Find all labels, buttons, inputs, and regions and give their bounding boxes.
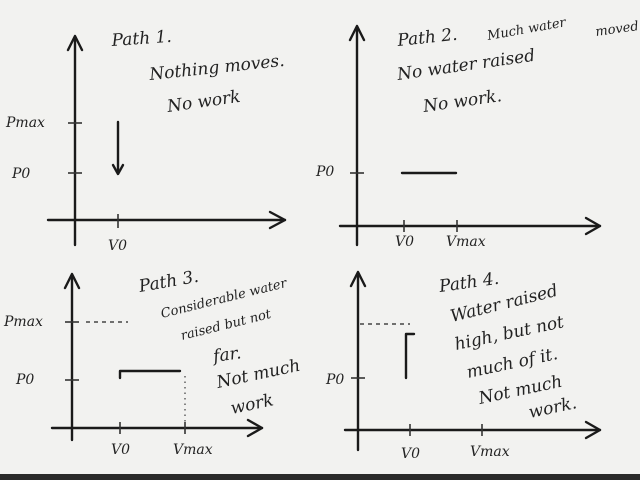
p3-title: Path 3. (136, 267, 200, 297)
p4-process-line (404, 332, 416, 380)
p3-x-arrowhead (246, 418, 264, 438)
p3-label-pmax: Pmax (3, 314, 43, 330)
p1-label-p0: P0 (11, 166, 30, 182)
p2-note-2: moved (594, 19, 639, 40)
p2-y-arrowhead (348, 24, 366, 42)
p1-x-arrowhead (268, 210, 287, 230)
p2-note-1: Much water (485, 15, 568, 44)
p2-note-3: No water raised (395, 46, 537, 85)
p1-note-1: Nothing moves. (147, 51, 285, 85)
panel-path-1: Pmax P0 V0 Path 1. Nothing moves. No wor… (5, 27, 287, 254)
p3-y-arrowhead (63, 272, 81, 290)
panel-path-4: P0 V0 Vmax Path 4. Water raised high, bu… (325, 269, 602, 462)
p3-note-5: work (229, 390, 275, 419)
p4-x-arrowhead (584, 420, 602, 440)
p3-label-p0: P0 (15, 372, 34, 388)
p3-note-3: far. (210, 343, 243, 367)
panel-path-3: Pmax P0 V0 Vmax Path 3. Considerable wat… (3, 267, 302, 458)
p1-label-v0: V0 (108, 238, 127, 254)
p4-label-vmax: Vmax (470, 444, 510, 460)
p1-note-2: No work (165, 87, 242, 117)
p4-y-arrowhead (349, 270, 367, 288)
p3-label-vmax: Vmax (173, 442, 213, 458)
p4-label-v0: V0 (401, 446, 420, 462)
p2-label-p0: P0 (315, 164, 334, 180)
p4-label-p0: P0 (325, 372, 344, 388)
p2-note-4: No work. (421, 86, 503, 117)
board-bottom-edge (0, 474, 640, 480)
p3-label-v0: V0 (111, 442, 130, 458)
panel-path-2: P0 V0 Vmax Path 2. Much water moved No w… (315, 15, 640, 250)
p1-process-arrowhead (111, 163, 125, 176)
p1-title: Path 1. (110, 27, 172, 51)
p1-y-arrowhead (66, 34, 84, 52)
p2-label-v0: V0 (395, 234, 414, 250)
p4-title: Path 4. (437, 269, 500, 297)
p2-label-vmax: Vmax (446, 234, 486, 250)
p3-process-line (118, 369, 182, 380)
p1-label-pmax: Pmax (5, 115, 45, 131)
p4-note-5: work. (527, 393, 579, 423)
p2-x-arrowhead (584, 216, 602, 236)
p2-title: Path 2. (395, 25, 458, 51)
